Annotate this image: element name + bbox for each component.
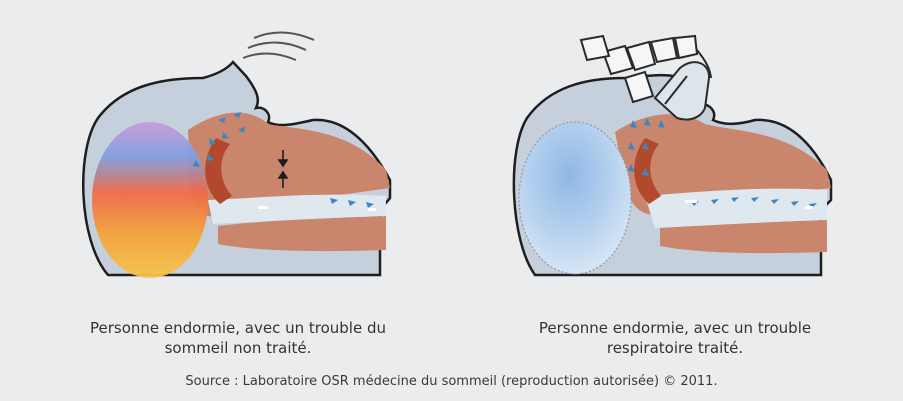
treated-illustration [505, 20, 845, 292]
brain-active [92, 122, 208, 278]
snore-sound-waves [243, 32, 314, 60]
untreated-illustration [68, 20, 408, 292]
caption-untreated: Personne endormie, avec un trouble du so… [68, 318, 408, 358]
source-credit: Source : Laboratoire OSR médecine du som… [0, 374, 903, 389]
caption-treated: Personne endormie, avec un trouble respi… [505, 318, 845, 358]
brain-rested [519, 122, 631, 274]
